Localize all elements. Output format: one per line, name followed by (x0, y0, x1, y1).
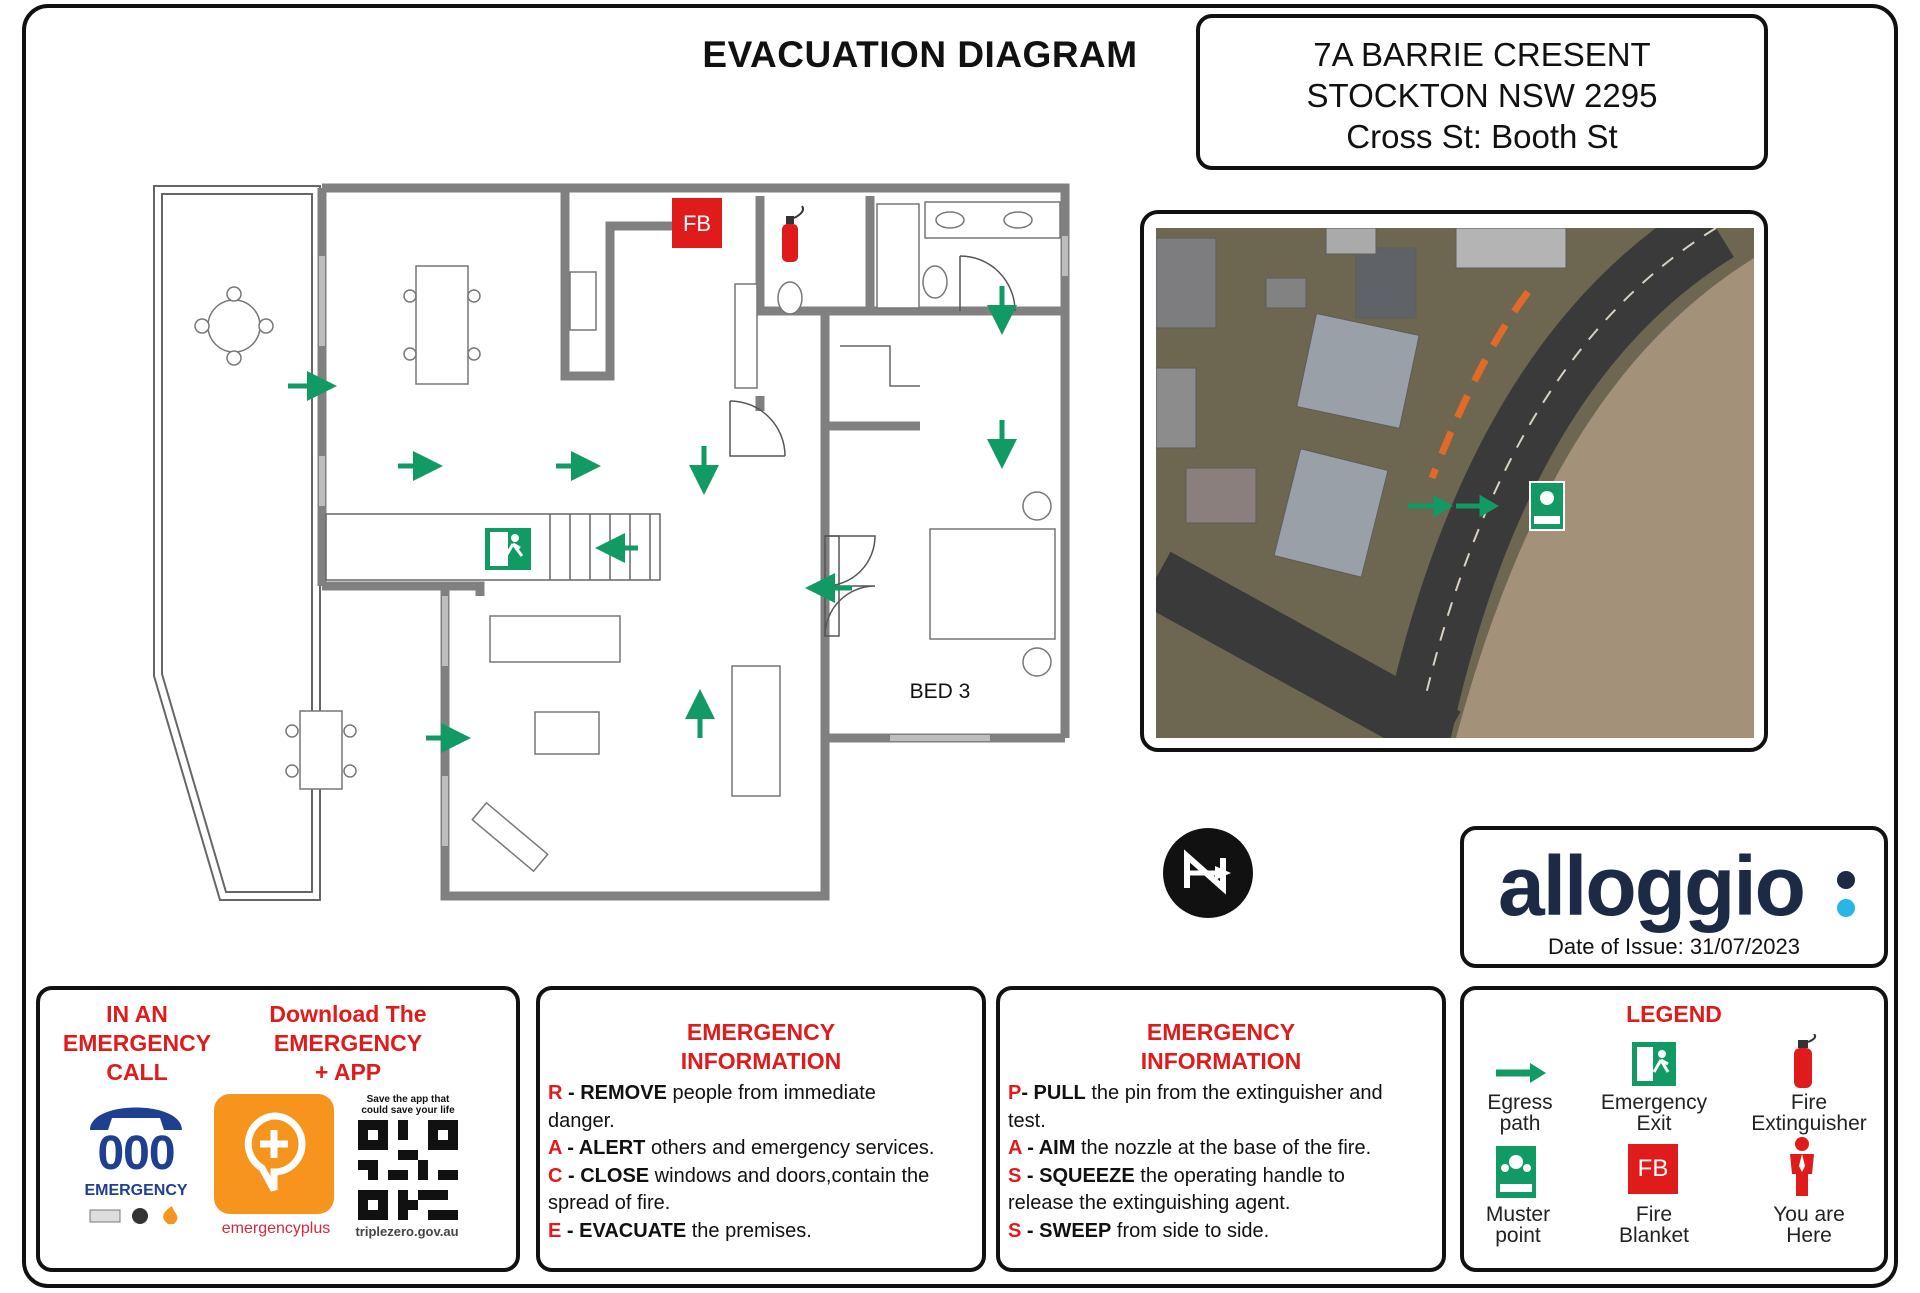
aerial-photo (1156, 228, 1754, 738)
emergency-plus-app-icon (214, 1094, 334, 1214)
address-line-3: Cross St: Booth St (1346, 118, 1618, 155)
pass-instructions: P- PULL the pin from the extinguisher an… (1008, 1080, 1436, 1245)
logo-box: alloggio Date of Issue: 31/07/2023 (1460, 826, 1888, 968)
fire-blanket-marker (672, 198, 722, 248)
emergency-services-icon (89, 1206, 178, 1224)
fire-extinguisher-icon (782, 205, 804, 262)
fire-blanket-icon: FB (1628, 1144, 1678, 1194)
emergency-exit-icon (1632, 1042, 1676, 1086)
aerial-map (1140, 210, 1768, 752)
qr-caption-top: Save the app that could save your life (352, 1094, 464, 1116)
diagram-title: EVACUATION DIAGRAM (702, 34, 1138, 75)
fire-blanket-label: FB (683, 211, 711, 236)
stairs (325, 345, 920, 581)
race-line-6: E - EVACUATE the premises. (548, 1219, 812, 1242)
qr-caption-bottom: triplezero.gov.au (355, 1224, 459, 1239)
logo-dots-icon (1837, 871, 1855, 917)
pass-line-3: A - AIM the nozzle at the base of the fi… (1008, 1137, 1372, 1159)
north-arrow-icon (1163, 828, 1253, 918)
emergency-number: 000 (97, 1127, 175, 1180)
race-line-3: A - ALERT others and emergency services. (548, 1137, 935, 1159)
address-line-2: STOCKTON NSW 2295 (1306, 77, 1658, 114)
app-heading-line-3: + APP (314, 1059, 382, 1085)
pass-line-2: test. (1008, 1109, 1046, 1132)
race-line-5: spread of fire. (548, 1192, 671, 1214)
pass-heading-line-2: INFORMATION (1140, 1048, 1302, 1074)
app-heading-line-1: Download The (269, 1001, 427, 1027)
map-egress-arrows (1408, 494, 1499, 518)
race-line-1: R - REMOVE people from immediate (548, 1082, 876, 1104)
address-box: 7A BARRIE CRESENT STOCKTON NSW 2295 Cros… (1196, 14, 1768, 170)
pass-line-5: release the extinguishing agent. (1008, 1192, 1291, 1214)
qr-caption-line-1: Save the app that (366, 1094, 450, 1105)
race-line-2: danger. (548, 1109, 615, 1132)
egress-arrow-icon (1496, 1063, 1546, 1083)
emergency-number-caption: EMERGENCY (84, 1182, 188, 1199)
call-heading-line-1: IN AN (106, 1001, 168, 1027)
fire-extinguisher-icon (1794, 1034, 1817, 1088)
call-heading-line-2: EMERGENCY (62, 1030, 212, 1056)
race-line-4: C - CLOSE windows and doors,contain the (548, 1164, 930, 1187)
race-heading-line-2: INFORMATION (680, 1048, 842, 1074)
app-heading-line-2: EMERGENCY (273, 1030, 423, 1056)
emergency-call-heading: IN AN EMERGENCY CALL (42, 1000, 232, 1087)
muster-point-icon (1529, 481, 1565, 531)
openings (319, 236, 1068, 846)
qr-caption-line-2: could save your life (361, 1105, 455, 1116)
emergency-info-pass-panel: EMERGENCY INFORMATION P- PULL the pin fr… (996, 986, 1446, 1272)
address-line-1: 7A BARRIE CRESENT (1313, 36, 1651, 73)
race-heading-line-1: EMERGENCY (686, 1019, 836, 1045)
pass-line-1: P- PULL the pin from the extinguisher an… (1008, 1082, 1383, 1104)
call-heading-line-3: CALL (106, 1059, 168, 1085)
emergency-info-race-panel: EMERGENCY INFORMATION R - REMOVE people … (536, 986, 986, 1272)
pass-line-6: S - SWEEP from side to side. (1008, 1219, 1270, 1242)
legend-heading: LEGEND (1626, 1001, 1722, 1027)
door-swings (729, 255, 1016, 637)
app-download-heading: Download The EMERGENCY + APP (236, 1000, 460, 1087)
phone-handset-icon (90, 1107, 182, 1130)
brand-logo: alloggio (1498, 839, 1806, 933)
qr-code-icon[interactable] (358, 1120, 458, 1220)
diagram-frame (22, 4, 1898, 1288)
date-of-issue: Date of Issue: 31/07/2023 (1548, 934, 1800, 959)
deck-outline (153, 185, 321, 901)
you-are-here-icon (1790, 1137, 1814, 1196)
floor-plan: FB BED 3 (153, 183, 1070, 901)
pass-line-4: S - SQUEEZE the operating handle to (1008, 1164, 1345, 1187)
emergency-call-panel: IN AN EMERGENCY CALL Download The EMERGE… (36, 986, 520, 1272)
pass-heading-line-1: EMERGENCY (1146, 1019, 1296, 1045)
pass-heading: EMERGENCY INFORMATION (1000, 1018, 1442, 1076)
furniture (194, 201, 1061, 873)
muster-point-icon (1496, 1146, 1536, 1198)
race-heading: EMERGENCY INFORMATION (540, 1018, 982, 1076)
race-instructions: R - REMOVE people from immediate danger.… (548, 1080, 976, 1245)
app-caption: emergencyplus (221, 1220, 331, 1237)
emergency-exit-icon (485, 528, 531, 570)
egress-arrows (288, 286, 1017, 753)
room-label-bed-3: BED 3 (910, 680, 971, 703)
